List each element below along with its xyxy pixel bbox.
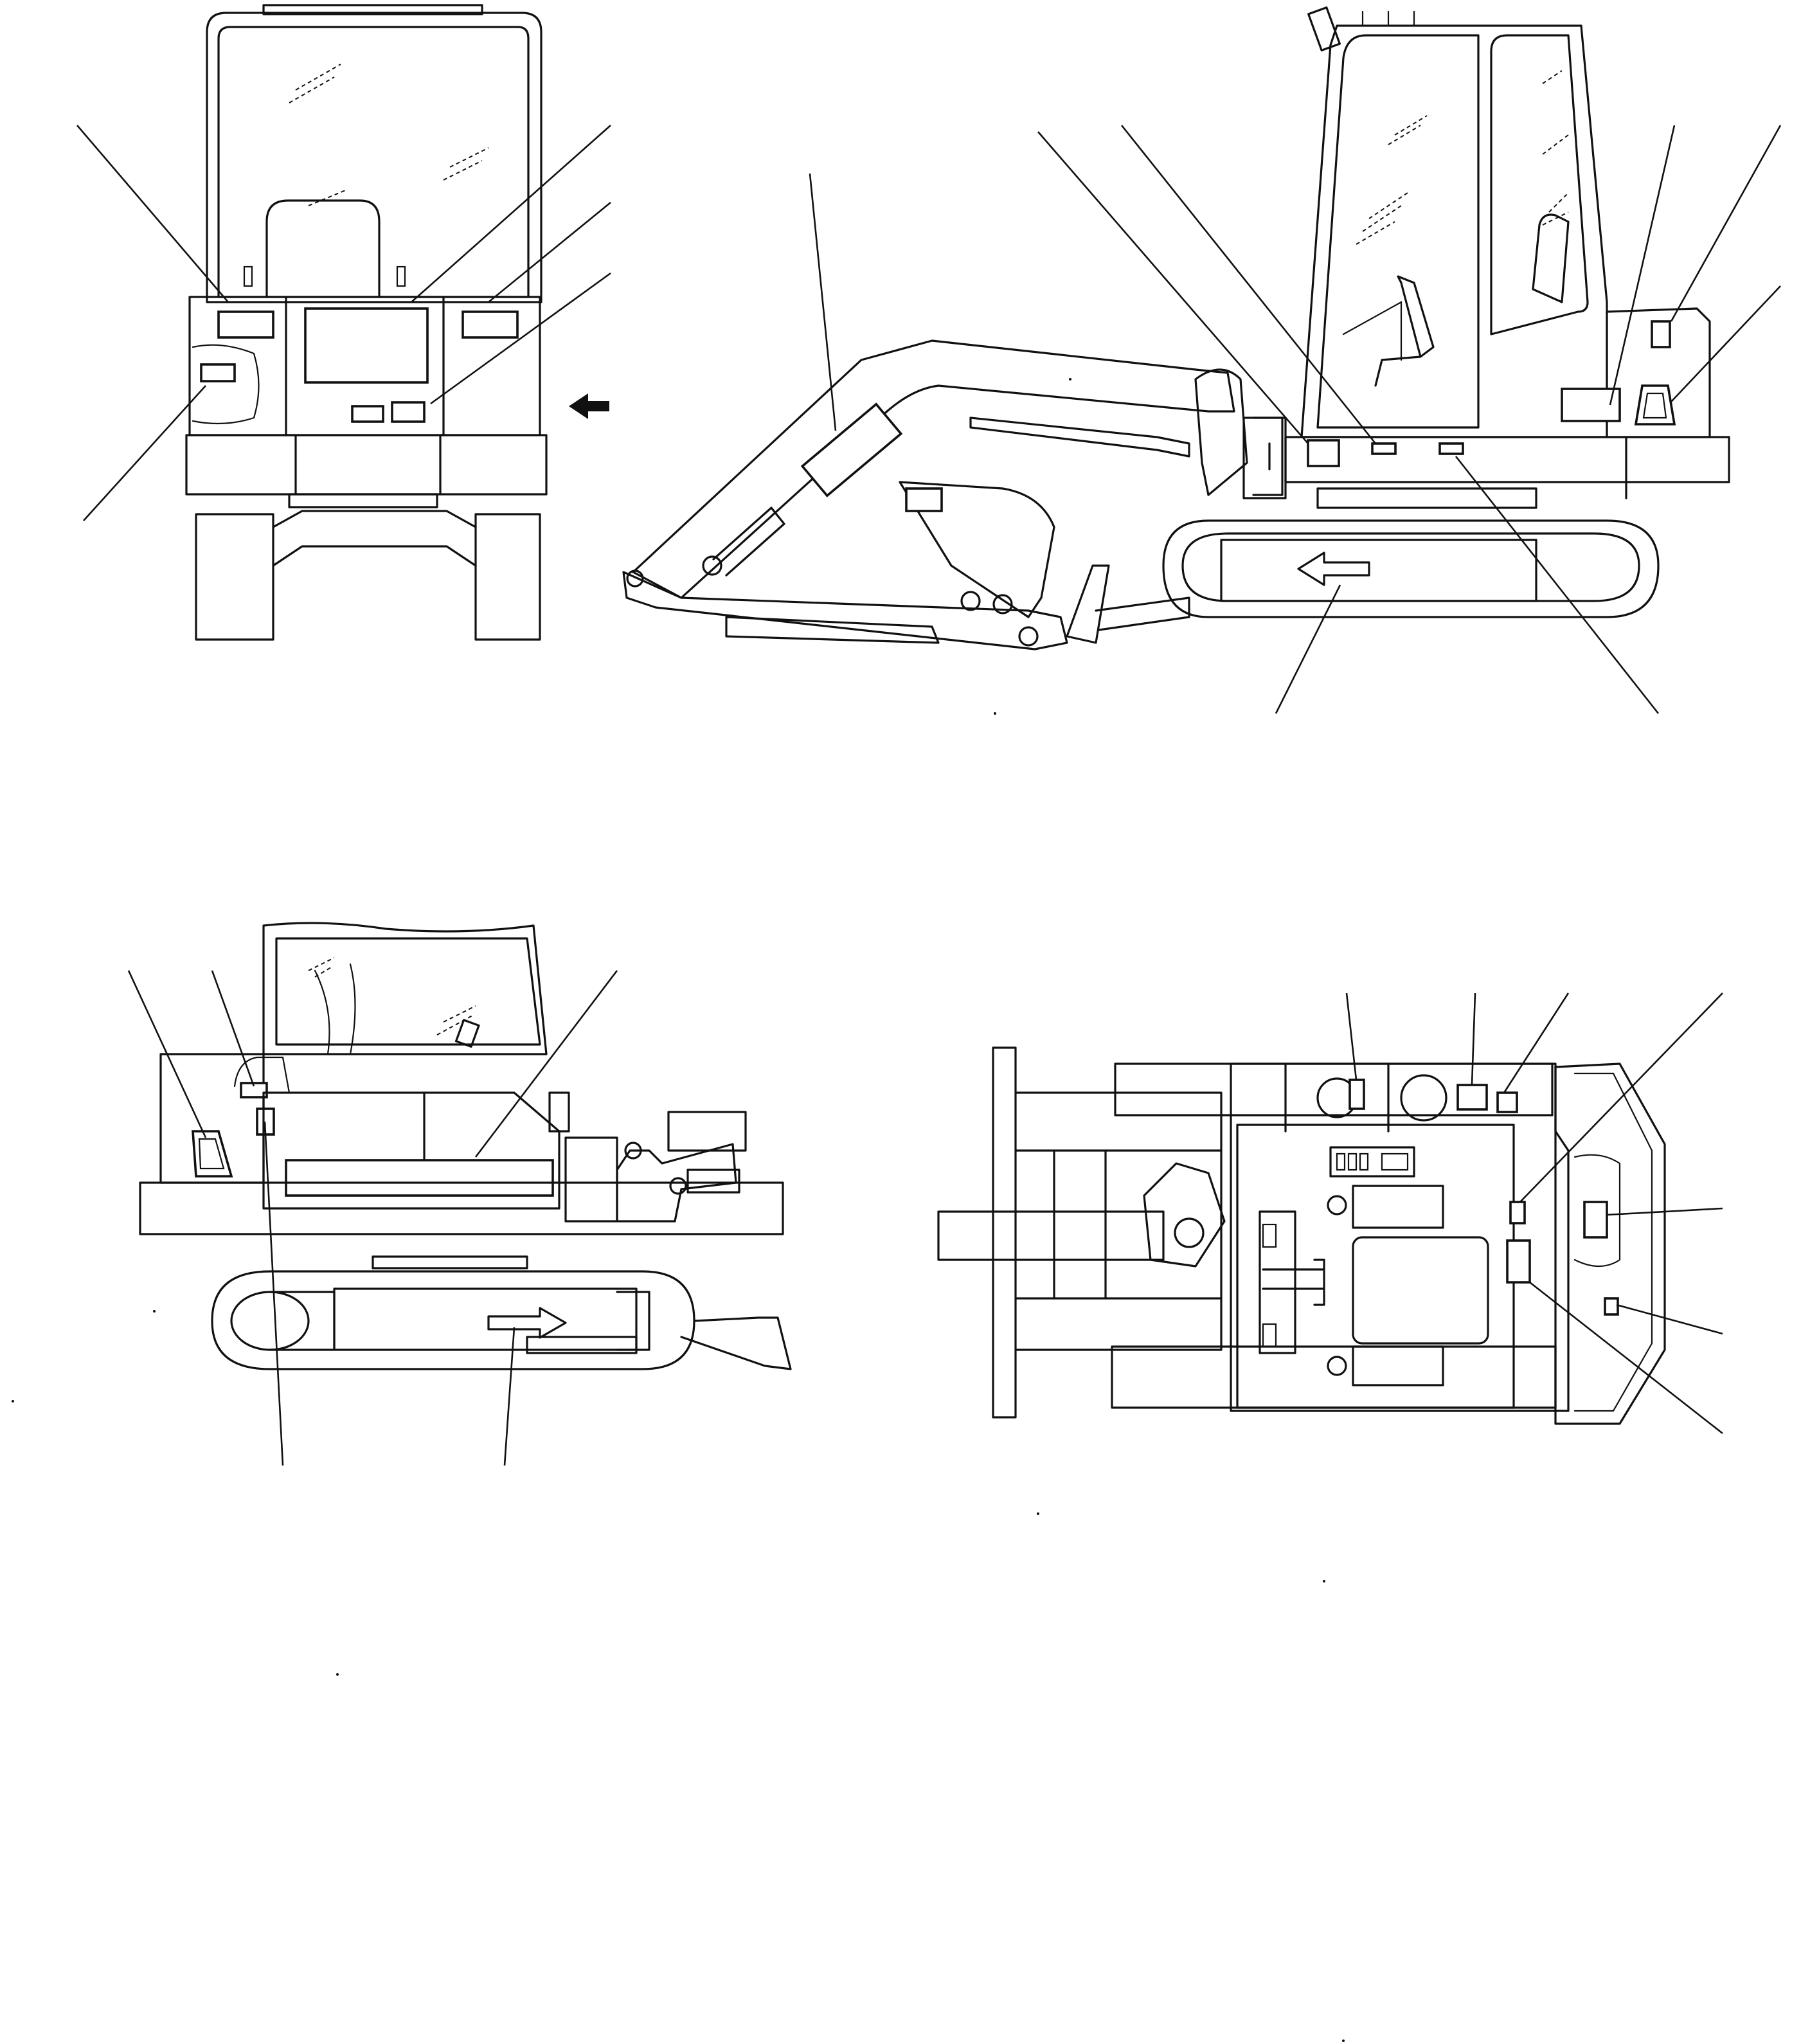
bucket <box>899 481 1055 618</box>
antenna-post <box>396 265 406 287</box>
lever <box>454 1019 480 1048</box>
upper-body <box>1284 436 1730 483</box>
left-side-view <box>622 6 1782 714</box>
right-side-view <box>127 922 792 1466</box>
cab-outline <box>262 922 548 1055</box>
swing-bearing <box>288 493 438 508</box>
swing-bearing <box>372 1255 528 1269</box>
swing-bearing <box>1316 487 1537 509</box>
front-window <box>1316 34 1480 429</box>
travel-arrow <box>487 1307 567 1339</box>
decal-top-b <box>1456 1084 1488 1111</box>
cab-outline <box>206 12 542 303</box>
cab-outline <box>1300 24 1608 438</box>
boom <box>937 1210 1165 1261</box>
decal-boom <box>800 402 903 498</box>
seat <box>1352 1236 1489 1345</box>
track-frame <box>1220 539 1537 602</box>
decal-rear-small <box>1509 1201 1526 1224</box>
decal-engine-a <box>1583 1201 1608 1239</box>
top-view <box>937 992 1723 1435</box>
mirror <box>1307 6 1341 51</box>
decal-long-strip <box>285 1159 554 1197</box>
decal-rear-right <box>461 310 519 339</box>
roof-rail <box>262 4 483 15</box>
decal-top-c <box>1496 1091 1518 1113</box>
counterweight <box>185 434 548 496</box>
arm-cylinder <box>725 616 940 644</box>
console <box>1329 1146 1415 1178</box>
seat <box>1532 213 1570 303</box>
left-track <box>195 513 274 641</box>
left-console <box>1352 1185 1444 1229</box>
decal-side-c <box>1438 442 1464 455</box>
boom-foot <box>1242 417 1287 499</box>
engine-hood <box>1554 1062 1666 1425</box>
upper-body <box>139 1181 784 1235</box>
decal-hood-warning <box>1561 388 1621 422</box>
view-direction-arrow <box>569 393 609 419</box>
decal-engine-b <box>1604 1297 1619 1316</box>
decal-rear-side <box>200 363 236 382</box>
decal-small-a <box>351 405 384 423</box>
decal-bucket <box>905 487 943 512</box>
pedal-area <box>1259 1210 1296 1354</box>
decal-side-a <box>1307 439 1340 467</box>
decal-top-a <box>1349 1079 1365 1110</box>
decal-side-b <box>1371 442 1397 455</box>
boom-stub <box>667 1111 747 1152</box>
antenna-post <box>243 265 253 287</box>
dozer-blade <box>992 1046 1017 1419</box>
decal-side-small <box>240 1082 268 1098</box>
boom-cylinder <box>969 417 1190 458</box>
boom <box>632 339 1235 599</box>
dozer-blade <box>680 1316 792 1370</box>
arm <box>622 571 1068 650</box>
mirror <box>548 1091 570 1133</box>
track <box>1162 519 1660 618</box>
upper-structure <box>1230 1062 1570 1412</box>
track-frame <box>333 1287 638 1351</box>
track <box>211 1270 695 1370</box>
cab-floor <box>1236 1124 1515 1409</box>
decal-rear-tall <box>1506 1239 1531 1284</box>
control-lever <box>1374 275 1435 387</box>
right-console <box>1352 1345 1444 1386</box>
cylinder-stub <box>686 1169 740 1194</box>
decal-small-b <box>391 401 426 423</box>
decal-hood-side <box>1651 320 1671 348</box>
right-track <box>1111 1345 1557 1409</box>
door-window <box>1490 34 1589 336</box>
travel-arrow <box>1297 551 1370 586</box>
seat-back <box>265 199 381 298</box>
decal-rear-left <box>217 310 274 339</box>
decal-rear-center <box>304 307 429 384</box>
rear-view <box>76 4 611 641</box>
dozer-blade <box>1066 564 1190 644</box>
decal-hood-triangle <box>1634 384 1676 426</box>
right-track <box>474 513 541 641</box>
decal-hood-triangle <box>192 1130 233 1178</box>
rear-window <box>217 26 530 298</box>
